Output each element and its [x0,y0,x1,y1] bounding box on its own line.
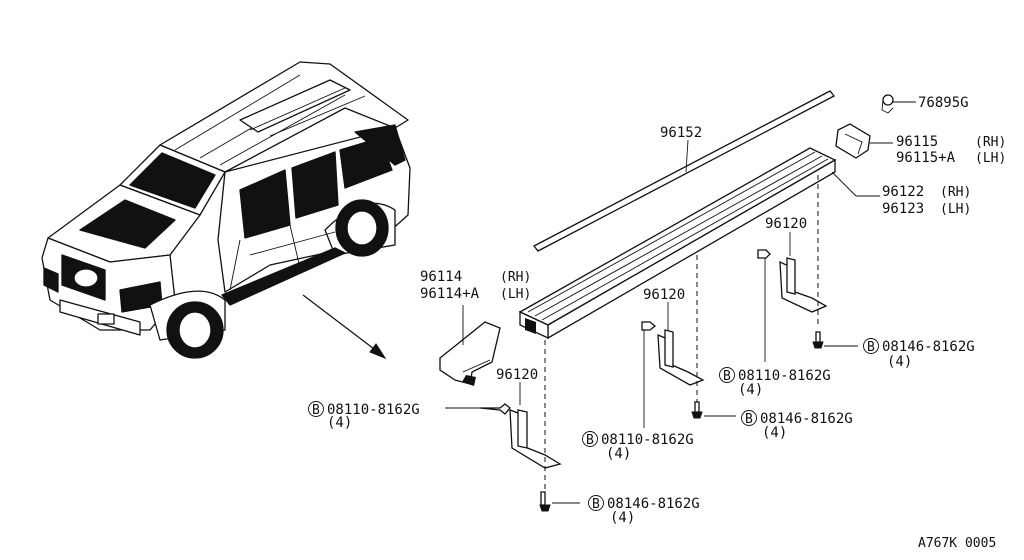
label-96123: 96123 [882,201,924,217]
label-96114: 96114 [420,269,462,285]
label-96122-rh: (RH) [940,185,971,200]
side-step-96122 [518,147,880,340]
callout-b4: B 08110-8162G (4) [582,431,694,462]
clip-76895g [881,94,916,114]
front-cap-96114 [439,305,501,386]
label-96114a-lh: (LH) [500,287,531,302]
bracket-96120-a [445,340,562,490]
bracket-96120-c [757,175,828,362]
molding-96152 [532,90,836,252]
callout-b3: B 08146-8162G (4) [741,410,853,441]
callout-b2: B 08110-8162G (4) [719,367,831,398]
callout-b5: B 08110-8162G (4) [308,401,420,431]
bolt-symbol-b: B [867,340,875,355]
bolt-qty: (4) [606,446,631,462]
bolt-qty: (4) [887,354,912,370]
label-96120-a: 96120 [496,367,538,383]
bolt-lower-right [812,331,858,349]
label-96115: 96115 [896,134,938,150]
callout-b1: B 08146-8162G (4) [863,338,975,370]
bracket-96120-b [641,255,705,428]
bolt-code: 08110-8162G [738,368,831,384]
bolt-symbol-b: B [312,403,320,418]
bolt-symbol-b: B [745,412,753,427]
label-96115a: 96115+A [896,150,956,166]
label-96114-rh: (RH) [500,270,531,285]
bolt-qty: (4) [327,415,352,431]
callout-b6: B 08146-8162G (4) [588,495,700,526]
bolt-symbol-b: B [592,497,600,512]
label-76895g: 76895G [918,95,969,111]
label-96120-c: 96120 [765,216,807,232]
bolt-code: 08146-8162G [882,339,975,355]
bolt-symbol-b: B [586,433,594,448]
vehicle-illustration [41,61,411,359]
label-96115a-lh: (LH) [975,151,1006,166]
bolt-code: 08146-8162G [607,496,700,512]
label-96114a: 96114+A [420,286,480,302]
bolt-lower-left [539,491,580,512]
bolt-qty: (4) [762,425,787,441]
label-96115-rh: (RH) [975,135,1006,150]
bolt-qty: (4) [610,510,635,526]
direction-arrow [302,294,387,360]
label-96120-b: 96120 [643,287,685,303]
bolt-code: 08110-8162G [601,432,694,448]
bolt-lower-middle [691,401,736,419]
label-96123-lh: (LH) [940,202,971,217]
bolt-qty: (4) [738,382,763,398]
bolt-code: 08110-8162G [327,402,420,418]
drawing-code: A767K 0005 [918,536,996,551]
label-96152: 96152 [660,125,702,141]
bolt-code: 08146-8162G [760,411,853,427]
label-96122: 96122 [882,184,924,200]
end-cap-96115 [835,123,893,159]
bolt-symbol-b: B [723,369,731,384]
